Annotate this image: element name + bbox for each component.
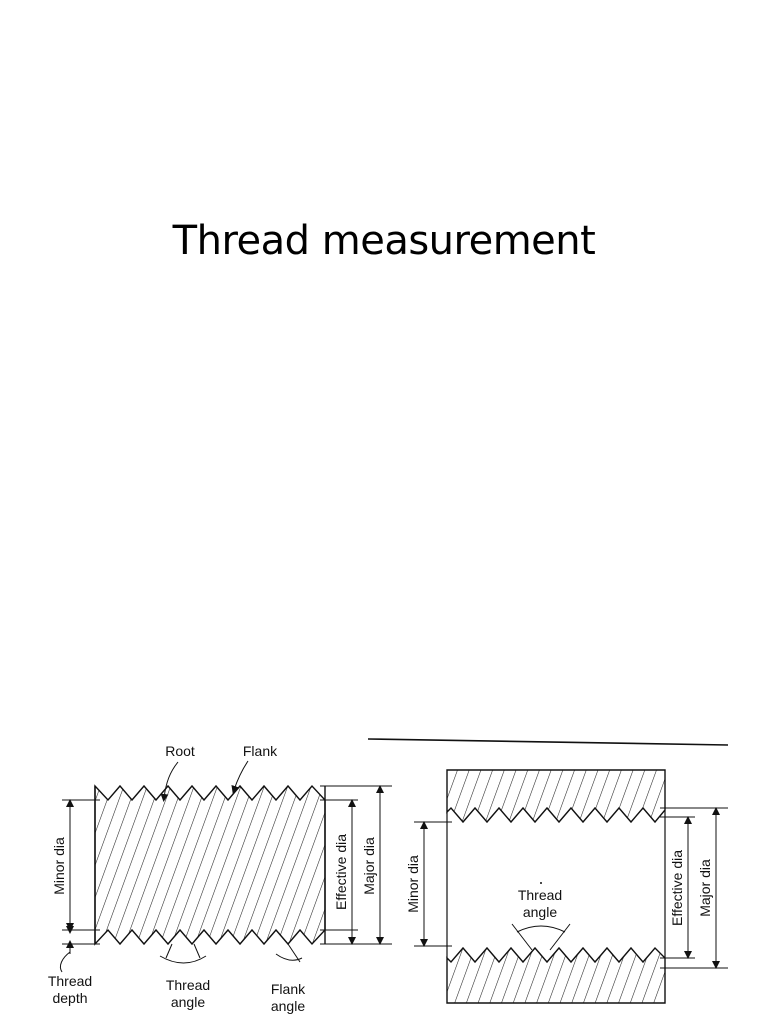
- root-leader: [160, 761, 179, 802]
- internal-major-dia-label: Major dia: [697, 859, 713, 917]
- internal-thread-angle-arc: [516, 925, 566, 933]
- flank-angle-label-line2: angle: [271, 998, 305, 1014]
- flank-angle-arc: [275, 953, 303, 961]
- internal-thread-angle-label-line1: Thread: [518, 887, 562, 903]
- thread-depth-label-line2: depth: [52, 990, 87, 1006]
- flank-angle-label-line1: Flank: [271, 981, 306, 997]
- flank-leader: [231, 760, 249, 794]
- external-thread: Minor dia Effective dia Major dia Thread…: [48, 743, 392, 1014]
- internal-thread-top-wall: [446, 769, 666, 824]
- external-thread-angle-arc: [159, 955, 207, 964]
- internal-thread-bottom-wall: [446, 946, 666, 1004]
- external-thread-angle-label-line1: Thread: [166, 977, 210, 993]
- external-major-dia-label: Major dia: [361, 837, 377, 895]
- slide-title: Thread measurement: [172, 218, 596, 264]
- internal-effective-dia-label: Effective dia: [669, 850, 685, 926]
- internal-thread: Minor dia Effective dia Major dia Thread…: [367, 738, 729, 1004]
- external-thread-body: [94, 784, 326, 946]
- external-effective-dia-label: Effective dia: [333, 834, 349, 910]
- external-thread-angle-label-line2: angle: [171, 994, 205, 1010]
- internal-minor-dia-label: Minor dia: [405, 855, 421, 913]
- thread-depth-label-line1: Thread: [48, 973, 92, 989]
- external-minor-dia-label: Minor dia: [51, 837, 67, 895]
- internal-thread-angle-label-line2: angle: [523, 904, 557, 920]
- root-label: Root: [165, 743, 195, 759]
- flank-label: Flank: [243, 743, 278, 759]
- top-rule: [367, 738, 729, 746]
